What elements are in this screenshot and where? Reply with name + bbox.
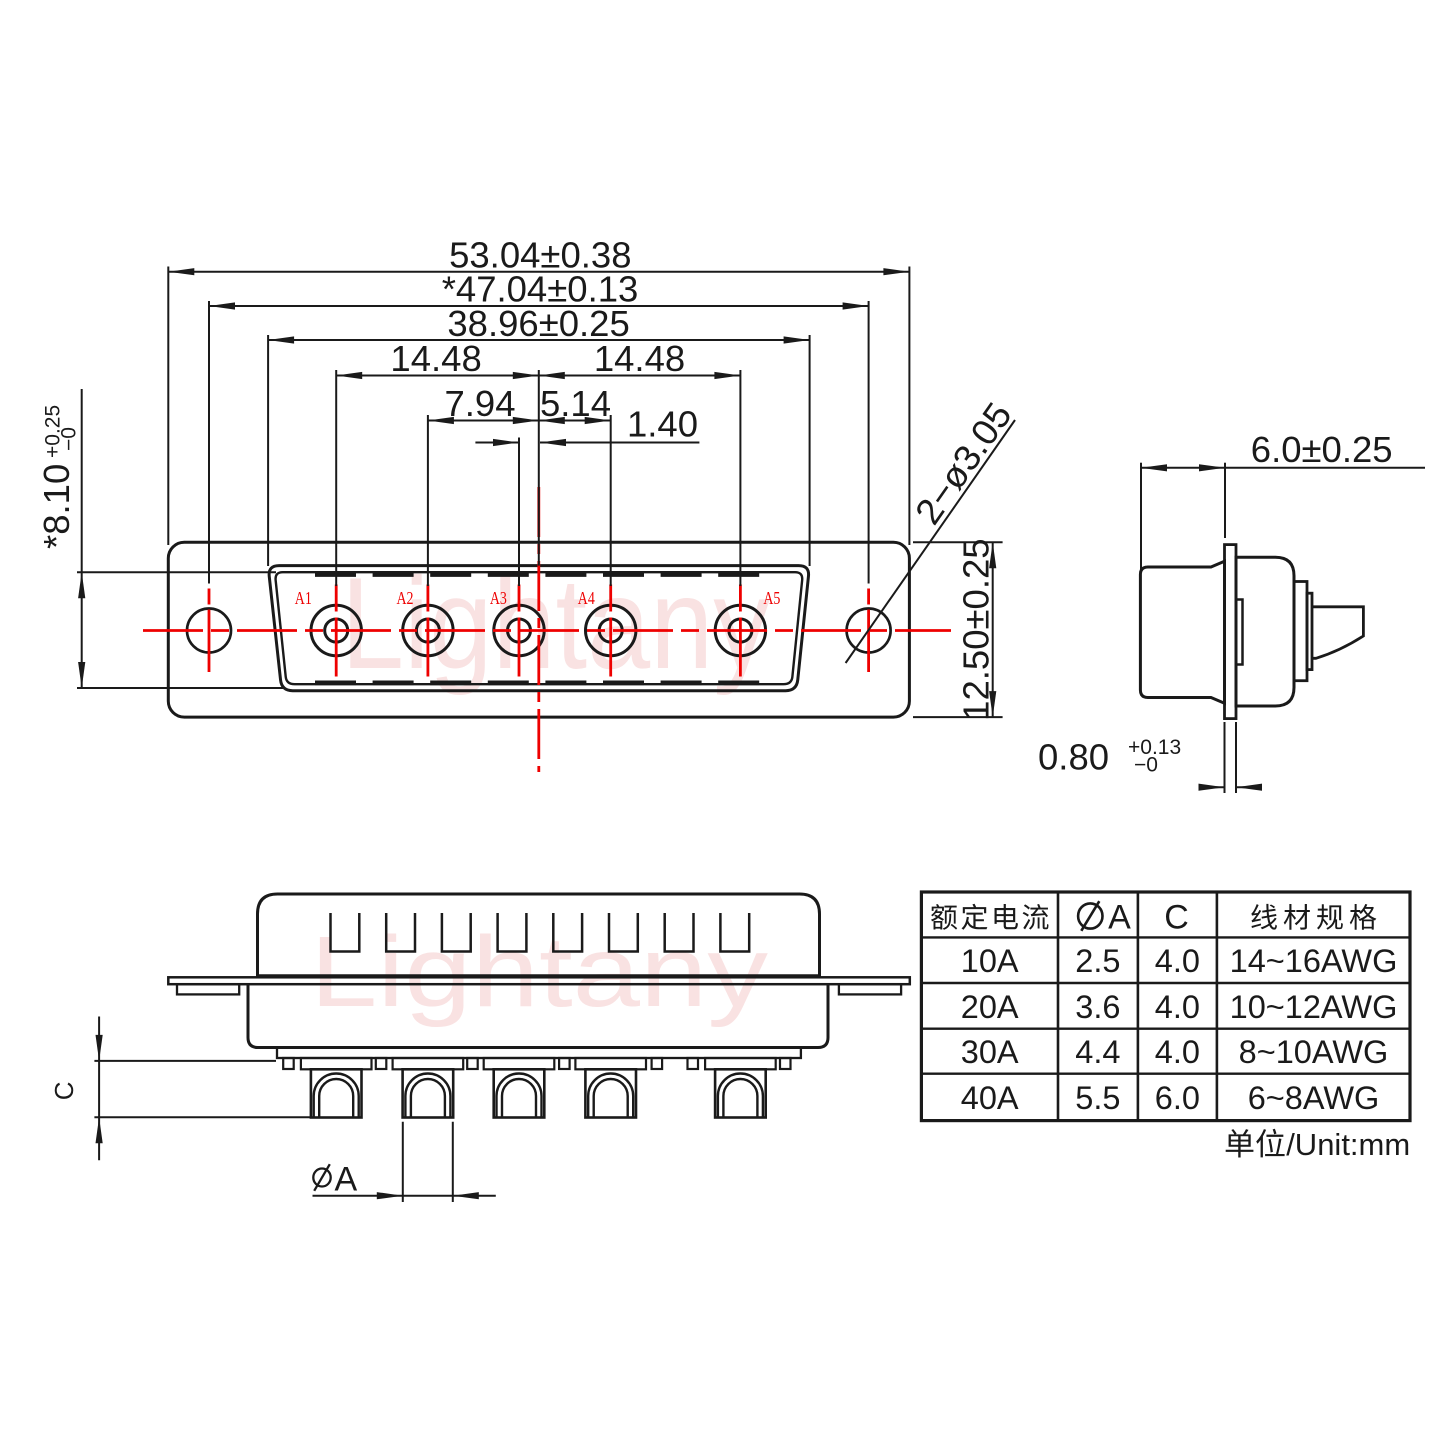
- svg-text:5.5: 5.5: [1075, 1080, 1120, 1116]
- svg-text:38.96±0.25: 38.96±0.25: [447, 303, 629, 344]
- svg-text:10~12AWG: 10~12AWG: [1230, 989, 1398, 1025]
- svg-text:6.0: 6.0: [1155, 1080, 1200, 1116]
- svg-text:14.48: 14.48: [594, 338, 685, 379]
- svg-text:/Unit:mm: /Unit:mm: [1286, 1127, 1410, 1162]
- svg-text:40A: 40A: [961, 1080, 1019, 1116]
- svg-text:C: C: [49, 1081, 79, 1100]
- svg-text:A5: A5: [763, 588, 780, 608]
- svg-text:*8.10: *8.10: [36, 464, 77, 549]
- svg-text:2.5: 2.5: [1075, 943, 1120, 979]
- svg-text:14.48: 14.48: [390, 338, 481, 379]
- svg-text:5.14: 5.14: [540, 383, 611, 424]
- svg-text:12.50±0.25: 12.50±0.25: [956, 538, 997, 720]
- svg-text:Lightany: Lightany: [310, 916, 768, 1028]
- svg-text:53.04±0.38: 53.04±0.38: [449, 234, 631, 275]
- svg-text:+0.25: +0.25: [41, 405, 64, 458]
- svg-text:8~10AWG: 8~10AWG: [1239, 1034, 1389, 1070]
- svg-text:0.80: 0.80: [1038, 737, 1109, 778]
- svg-text:4.0: 4.0: [1155, 1034, 1200, 1070]
- svg-text:10A: 10A: [961, 943, 1019, 979]
- svg-text:A4: A4: [578, 588, 595, 608]
- svg-text:20A: 20A: [961, 989, 1019, 1025]
- svg-text:6~8AWG: 6~8AWG: [1248, 1080, 1380, 1116]
- svg-text:A1: A1: [295, 588, 312, 608]
- svg-text:A: A: [1108, 899, 1131, 937]
- svg-text:6.0±0.25: 6.0±0.25: [1251, 429, 1393, 470]
- svg-text:−0: −0: [58, 427, 81, 451]
- svg-text:3.6: 3.6: [1075, 989, 1120, 1025]
- svg-text:14~16AWG: 14~16AWG: [1230, 943, 1398, 979]
- svg-text:A: A: [335, 1160, 358, 1198]
- svg-text:4.0: 4.0: [1155, 943, 1200, 979]
- svg-text:A3: A3: [490, 588, 507, 608]
- svg-text:1.40: 1.40: [627, 404, 698, 445]
- svg-text:−0: −0: [1134, 754, 1158, 777]
- svg-text:30A: 30A: [961, 1034, 1019, 1070]
- svg-text:7.94: 7.94: [444, 383, 515, 424]
- svg-text:C: C: [1164, 899, 1189, 937]
- svg-text:4.4: 4.4: [1075, 1034, 1120, 1070]
- svg-text:4.0: 4.0: [1155, 989, 1200, 1025]
- svg-text:A2: A2: [397, 588, 414, 608]
- svg-text:+0.13: +0.13: [1128, 736, 1181, 759]
- svg-text:*47.04±0.13: *47.04±0.13: [442, 269, 639, 310]
